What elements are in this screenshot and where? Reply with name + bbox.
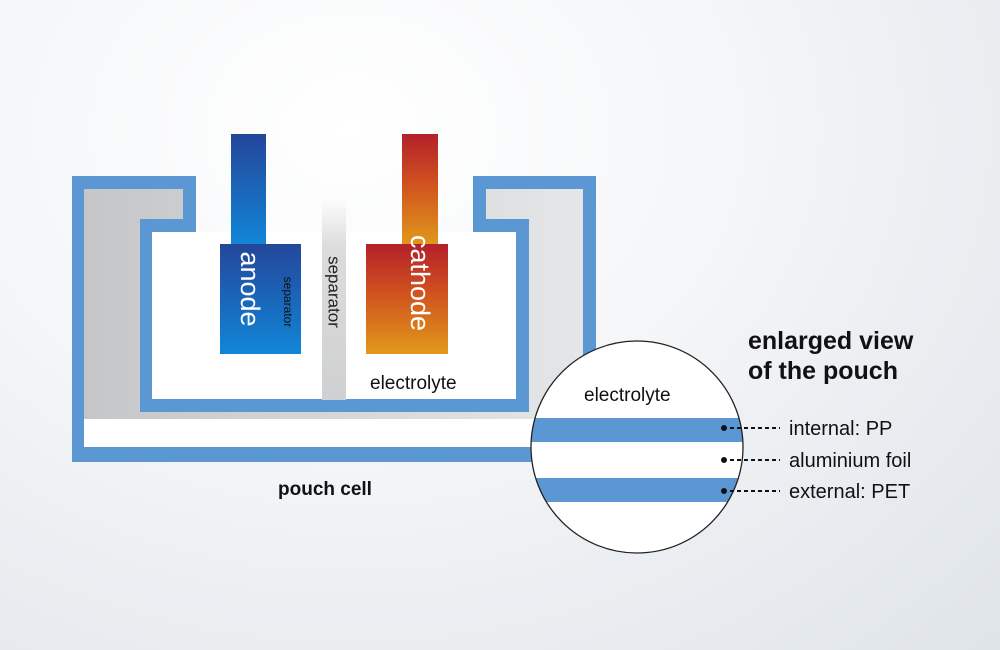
enlarged-view-title-line1: enlarged view [748, 327, 914, 355]
cathode-tab [402, 134, 438, 246]
separator-small-label: separator [281, 277, 295, 328]
cathode-label: cathode [405, 235, 435, 331]
pouch-cell-caption: pouch cell [278, 479, 372, 500]
layer-internal-pp [531, 418, 743, 442]
callout-dot-external [721, 488, 727, 494]
cathode-body [366, 244, 448, 354]
layer-external-label: external: PET [789, 481, 910, 503]
enlarged-view-title-line2: of the pouch [748, 357, 898, 385]
callout-dot-middle [721, 457, 727, 463]
callout-dot-internal [721, 425, 727, 431]
layer-internal-label: internal: PP [789, 418, 892, 440]
layer-aluminium-foil [531, 442, 743, 478]
anode-tab [231, 134, 266, 246]
anode-label: anode [235, 251, 265, 326]
layer-external-pet [531, 478, 743, 502]
anode-body [220, 244, 301, 354]
separator-strip [322, 196, 346, 400]
electrolyte-label: electrolyte [370, 373, 457, 394]
magnifier: electrolyte [530, 340, 744, 554]
layer-middle-label: aluminium foil [789, 450, 911, 472]
layer-callouts [721, 425, 780, 494]
pouch-bottom-channel [84, 419, 583, 447]
zoom-electrolyte-label: electrolyte [584, 385, 671, 406]
separator-label: separator [325, 256, 344, 328]
